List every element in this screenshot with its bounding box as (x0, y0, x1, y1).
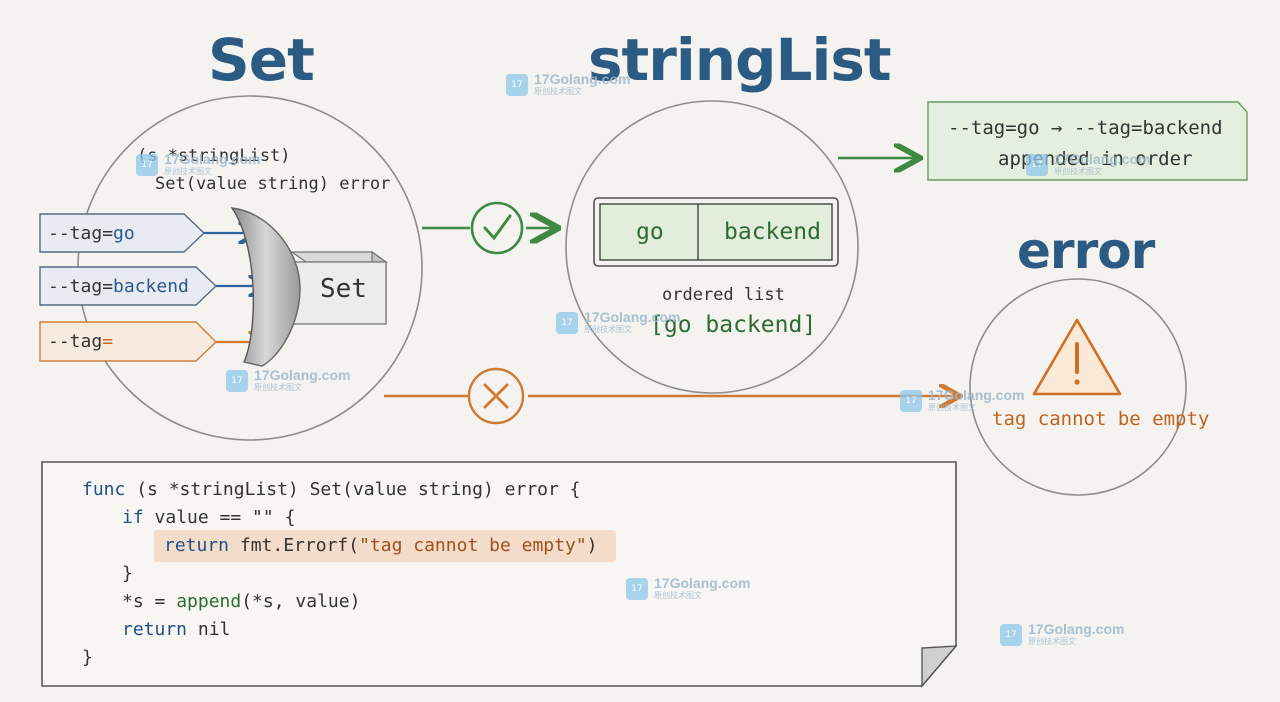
watermark-logo-icon: 17 (900, 389, 922, 412)
watermark-sub: 原创技术图文 (584, 325, 632, 334)
code-line-1: func (s *stringList) Set(value string) e… (82, 479, 581, 500)
code-line-7: } (82, 647, 93, 668)
set-title: Set (208, 26, 315, 94)
code-text: (s *stringList) Set(value string) error … (125, 479, 581, 500)
code-keyword: return (122, 619, 188, 640)
code-line-2: if value == "" { (122, 507, 295, 528)
reject-circle (467, 367, 525, 425)
result-note-line1: --tag=go → --tag=backend (948, 117, 1223, 139)
flag-shape-backend (39, 266, 218, 306)
flag-eq: = (102, 222, 114, 244)
check-circle (470, 201, 524, 255)
code-text: fmt.Errorf( (229, 535, 360, 556)
flag-key: --tag (48, 222, 103, 244)
watermark-logo-icon: 17 (136, 153, 158, 176)
flag-shape-go (39, 213, 206, 253)
code-line-3: return fmt.Errorf("tag cannot be empty") (164, 535, 598, 556)
code-box-fold (921, 645, 958, 688)
list-box-inner (599, 203, 833, 261)
watermark-text: 17Golang.com (254, 367, 351, 383)
list-cell-backend: backend (724, 219, 821, 245)
code-string: "tag cannot be empty" (359, 535, 587, 556)
code-function: append (176, 591, 242, 612)
stringlist-title: stringList (588, 26, 892, 94)
watermark-text: 17Golang.com (1028, 621, 1125, 637)
result-note-box (927, 101, 1248, 181)
method-signature-label: Set(value string) error (155, 174, 391, 194)
cross-icon (483, 383, 509, 409)
code-keyword: func (82, 479, 126, 500)
watermark-logo-icon: 17 (626, 577, 648, 600)
code-text: (*s, value) (241, 591, 361, 612)
flag-value: backend (113, 275, 189, 297)
check-icon (483, 214, 512, 241)
code-keyword: return (164, 535, 230, 556)
watermark-logo-icon: 17 (1026, 153, 1048, 176)
code-line-5: *s = append(*s, value) (122, 591, 360, 612)
watermark-text: 17Golang.com (534, 71, 631, 87)
flag-go: --tag=go (48, 215, 135, 251)
watermark-sub: 原创技术图文 (254, 383, 302, 392)
flag-backend: --tag=backend (48, 268, 189, 304)
code-text: value == "" { (143, 507, 296, 528)
watermark-logo-icon: 17 (1000, 623, 1022, 646)
flag-key: --tag (48, 275, 103, 297)
watermark-sub: 原创技术图文 (1054, 167, 1102, 176)
list-cell-go: go (636, 219, 664, 245)
watermark-logo-icon: 17 (506, 73, 528, 96)
watermark-logo-icon: 17 (226, 369, 248, 392)
ordered-list-value: [go backend] (650, 312, 817, 338)
flag-shape-empty (39, 321, 218, 362)
stringlist-circle (565, 100, 859, 394)
watermark-text: 17Golang.com (928, 387, 1025, 403)
error-message: tag cannot be empty (992, 408, 1210, 430)
list-box-outer (593, 197, 839, 267)
code-text: ) (586, 535, 598, 556)
code-text: nil (187, 619, 231, 640)
watermark-sub: 原创技术图文 (928, 403, 976, 412)
set-box-label: Set (320, 274, 367, 304)
receiver-label: (s *stringList) (137, 146, 291, 166)
code-keyword: if (122, 507, 144, 528)
set-box-front (291, 261, 387, 325)
code-text: *s = (122, 591, 177, 612)
watermark-sub: 原创技术图文 (654, 591, 702, 600)
flag-key: --tag (48, 330, 103, 352)
watermark-logo-icon: 17 (556, 311, 578, 334)
error-title: error (1017, 222, 1155, 280)
watermark-sub: 原创技术图文 (534, 87, 582, 96)
watermark-text: 17Golang.com (1054, 151, 1151, 167)
ordered-list-caption: ordered list (662, 285, 785, 305)
flag-empty: --tag= (48, 323, 113, 359)
code-line-4: } (122, 563, 133, 584)
watermark-text: 17Golang.com (654, 575, 751, 591)
flag-value: go (113, 222, 135, 244)
flag-eq: = (102, 330, 114, 352)
watermark-sub: 原创技术图文 (164, 167, 212, 176)
code-line-6: return nil (122, 619, 230, 640)
watermark-text: 17Golang.com (164, 151, 261, 167)
watermark-text: 17Golang.com (584, 309, 681, 325)
watermark-sub: 原创技术图文 (1028, 637, 1076, 646)
code-highlight (154, 530, 616, 562)
error-circle (969, 278, 1187, 496)
flag-eq: = (102, 275, 114, 297)
